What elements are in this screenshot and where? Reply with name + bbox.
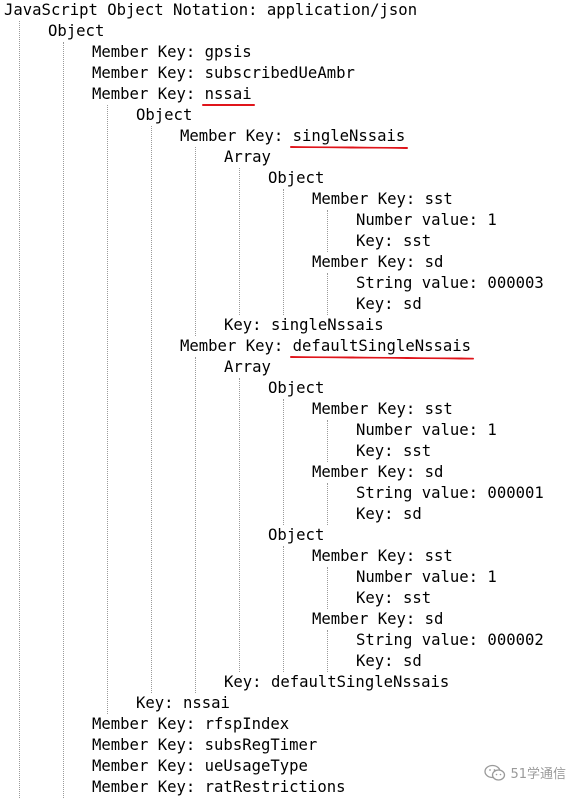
tree-row[interactable]: Number value: 1 [356,421,497,439]
tree-row[interactable]: Object [268,169,325,187]
tree-row[interactable]: Key: sd [356,652,422,670]
indent-guide [283,546,284,672]
tree-row[interactable]: Member Key: subsRegTimer [92,736,318,754]
indent-guide [19,21,20,798]
tree-row[interactable]: Number value: 1 [356,568,497,586]
tree-row[interactable]: Key: sst [356,442,432,460]
indent-guide [63,42,64,798]
tree-row[interactable]: Member Key: sd [312,463,444,481]
indent-guide [151,126,152,693]
tree-row[interactable]: Object [268,526,325,544]
indent-guide [327,273,328,315]
indent-guide [327,420,328,462]
tree-row[interactable]: Key: sd [356,505,422,523]
tree-row[interactable]: Array [224,148,271,166]
indent-guide [327,210,328,252]
tree-row[interactable]: Member Key: nssai [92,85,252,103]
tree-row[interactable]: Key: sst [356,589,432,607]
tree-row[interactable]: Member Key: singleNssais [180,127,406,145]
tree-row[interactable]: Key: singleNssais [224,316,384,334]
watermark-text: 51学通信 [510,767,566,782]
indent-guide [283,399,284,525]
indent-guide [239,168,240,315]
tree-row[interactable]: Member Key: sst [312,547,453,565]
annotation-underline [290,356,474,360]
tree-row[interactable]: Member Key: sst [312,400,453,418]
tree-row[interactable]: Member Key: sd [312,610,444,628]
indent-guide [327,630,328,672]
wechat-icon [484,764,506,782]
tree-row[interactable]: Member Key: ueUsageType [92,757,308,775]
indent-guide [283,189,284,315]
tree-row[interactable]: Member Key: sst [312,190,453,208]
tree-row[interactable]: Key: defaultSingleNssais [224,673,450,691]
indent-guide [327,567,328,609]
indent-guide [107,105,108,714]
indent-guide [327,483,328,525]
tree-row[interactable]: Member Key: sd [312,253,444,271]
tree-row[interactable]: Key: sd [356,295,422,313]
tree-row[interactable]: Member Key: ratRestrictions [92,778,346,796]
tree-row[interactable]: Object [136,106,193,124]
indent-guide [195,357,196,693]
tree-row[interactable]: JavaScript Object Notation: application/… [4,1,418,19]
tree-row[interactable]: Object [268,379,325,397]
indent-guide [195,147,196,336]
watermark: 51学通信 [484,763,566,782]
tree-row[interactable]: Member Key: gpsis [92,43,252,61]
tree-row[interactable]: Key: sst [356,232,432,250]
tree-row[interactable]: Key: nssai [136,694,230,712]
tree-row[interactable]: Number value: 1 [356,211,497,229]
tree-row[interactable]: Member Key: subscribedUeAmbr [92,64,355,82]
tree-row[interactable]: String value: 000001 [356,484,544,502]
annotation-underline [202,104,255,106]
tree-row[interactable]: String value: 000003 [356,274,544,292]
indent-guide [239,378,240,672]
annotation-underline [290,146,409,150]
tree-row[interactable]: Object [48,22,105,40]
tree-row[interactable]: String value: 000002 [356,631,544,649]
tree-row[interactable]: Member Key: defaultSingleNssais [180,337,472,355]
tree-row[interactable]: Array [224,358,271,376]
tree-row[interactable]: Member Key: rfspIndex [92,715,290,733]
